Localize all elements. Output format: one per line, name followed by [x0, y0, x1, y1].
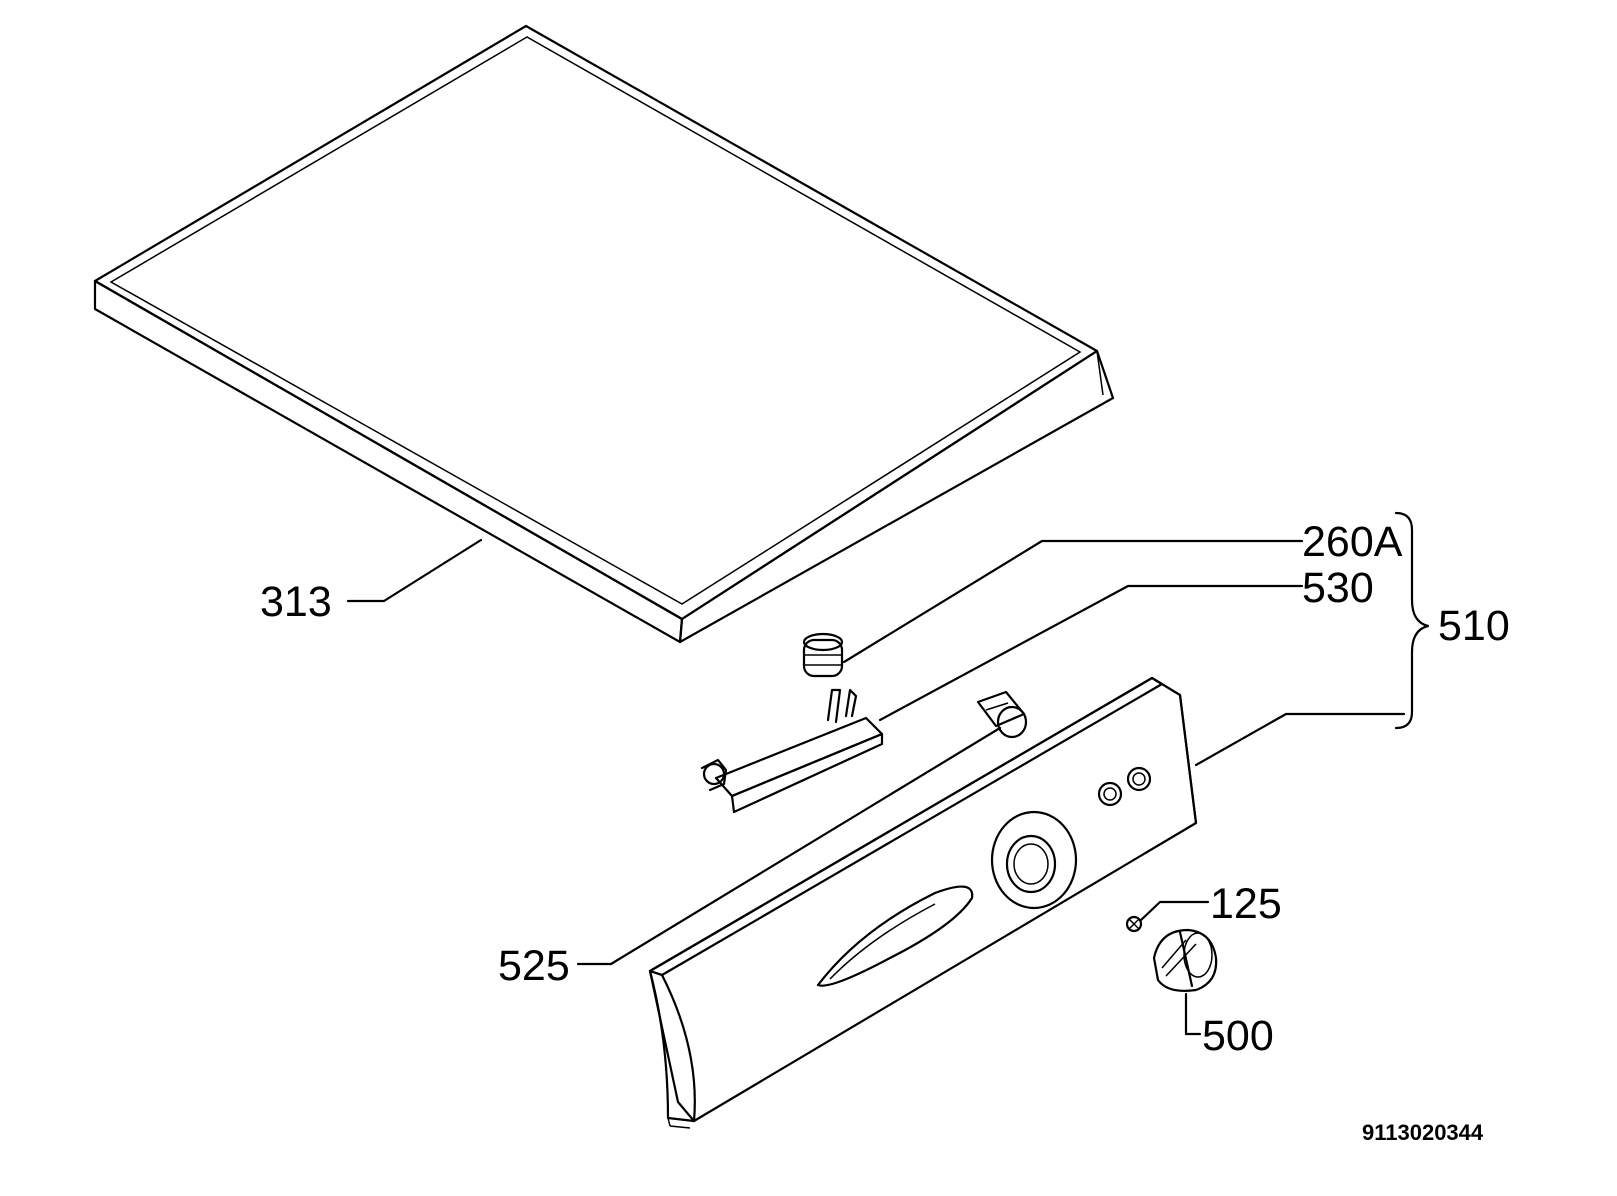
group-brace [1394, 511, 1430, 730]
label-313: 313 [260, 578, 332, 626]
label-260a: 260A [1302, 518, 1403, 566]
label-525: 525 [498, 942, 570, 990]
label-500: 500 [1202, 1012, 1274, 1060]
drawing-code: 9113020344 [1362, 1120, 1484, 1145]
knob-part [1152, 928, 1218, 992]
spring-part [1125, 915, 1143, 933]
lid-part [93, 24, 1115, 644]
lamp-part [976, 690, 1028, 739]
label-510: 510 [1438, 602, 1510, 650]
control-panel-part [648, 676, 1198, 1129]
gasket-part [802, 632, 844, 678]
leader-lines [346, 538, 1406, 1036]
bracket-part [700, 688, 884, 814]
label-125: 125 [1210, 880, 1282, 928]
label-530: 530 [1302, 564, 1374, 612]
